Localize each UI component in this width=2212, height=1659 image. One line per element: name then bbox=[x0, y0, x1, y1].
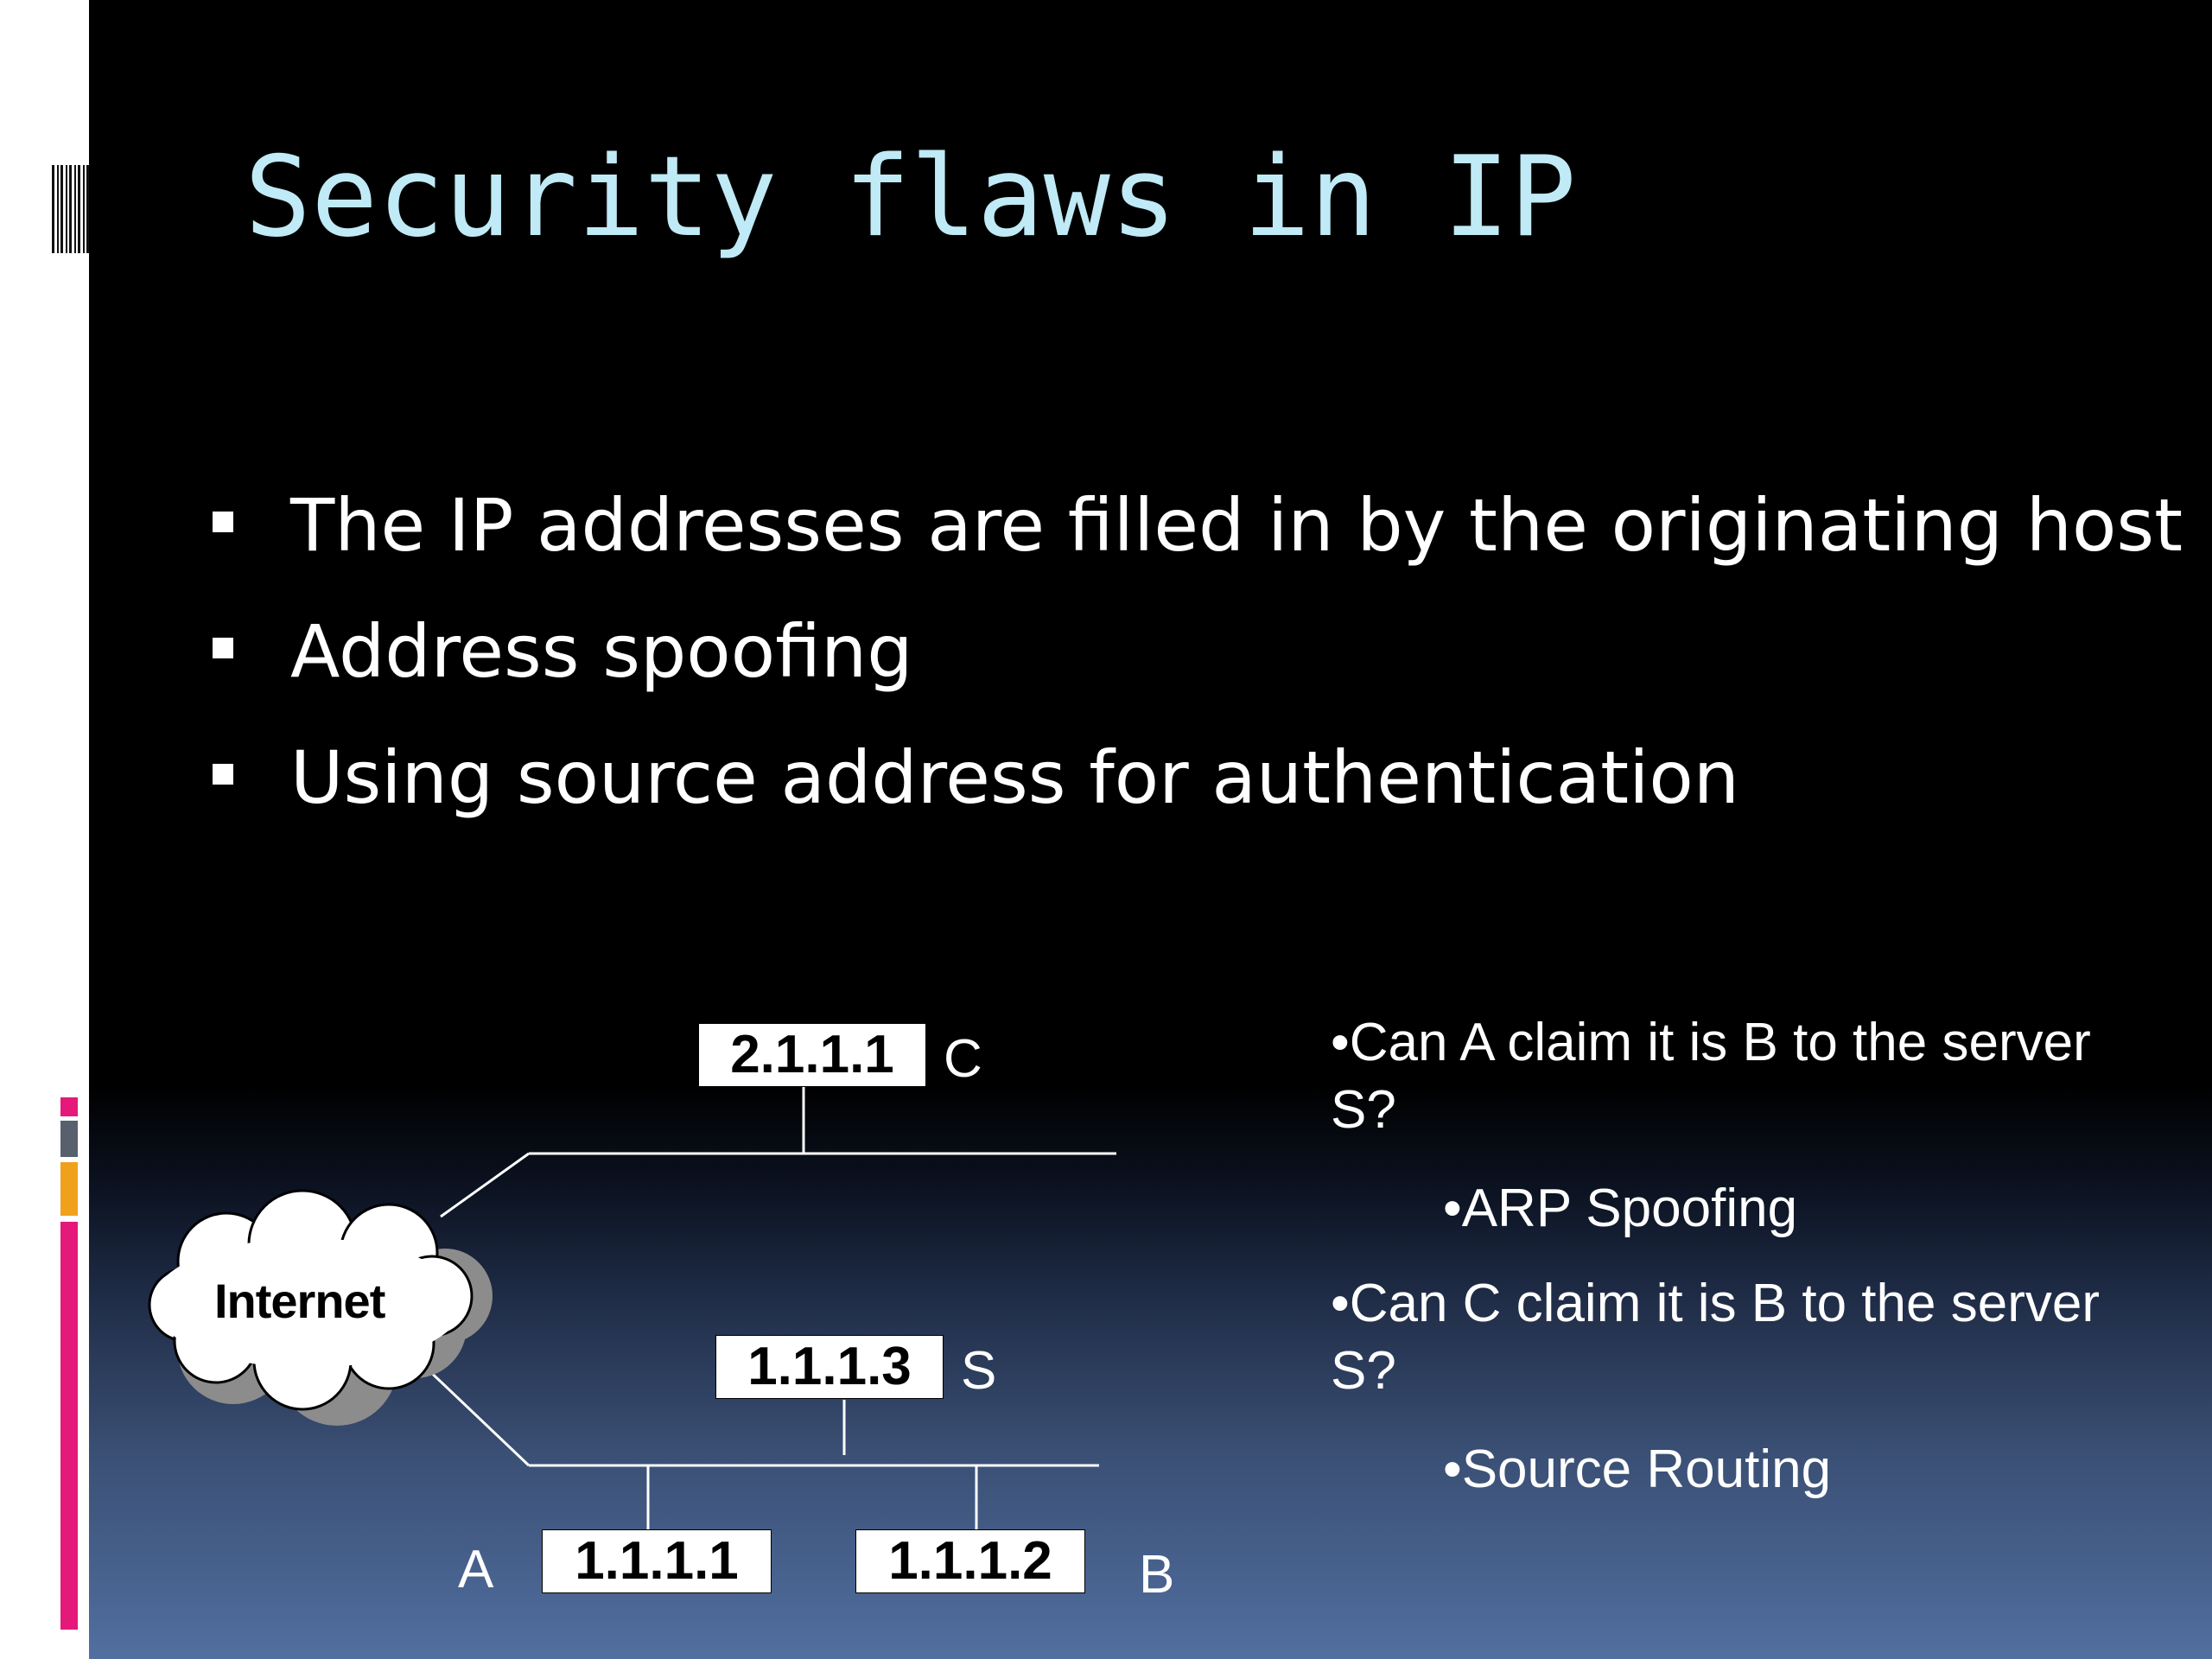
accent-bar-pink bbox=[60, 1222, 78, 1630]
host-s-label: S bbox=[961, 1341, 997, 1401]
host-b-ip-box: 1.1.1.2 bbox=[855, 1529, 1085, 1593]
slide-title: Security flaws in IP bbox=[245, 133, 1577, 262]
host-c-label: C bbox=[944, 1029, 982, 1089]
host-a-label: A bbox=[458, 1540, 494, 1599]
bullet-list: The IP addresses are filled in by the or… bbox=[207, 474, 2183, 852]
host-b-label: B bbox=[1139, 1545, 1175, 1605]
answer-text: •Source Routing bbox=[1443, 1440, 1832, 1499]
question-text: •Can C claim it is B to the server S? bbox=[1331, 1274, 2100, 1401]
accent-bar-orange bbox=[60, 1162, 78, 1216]
bullet-text: Using source address for authentication bbox=[290, 735, 1740, 820]
cloud-fill-cover bbox=[152, 1238, 463, 1368]
bullet-text: Address spoofing bbox=[290, 609, 913, 694]
question-list: •Can A claim it is B to the server S? •A… bbox=[1331, 1009, 2108, 1531]
answer-text: •ARP Spoofing bbox=[1443, 1179, 1798, 1238]
bullet-item: The IP addresses are filled in by the or… bbox=[207, 474, 2183, 600]
square-bullet-icon bbox=[213, 638, 233, 658]
bullet-text: The IP addresses are filled in by the or… bbox=[290, 483, 2183, 568]
host-a-ip-box: 1.1.1.1 bbox=[542, 1529, 772, 1593]
cloud-to-lower-link bbox=[422, 1363, 531, 1467]
host-s-ip-box: 1.1.1.3 bbox=[715, 1335, 944, 1399]
question-text: •Can A claim it is B to the server S? bbox=[1331, 1013, 2091, 1140]
bullet-item: Using source address for authentication bbox=[207, 726, 2183, 852]
network-lines bbox=[422, 1087, 1116, 1529]
internet-cloud-label: Internet bbox=[214, 1274, 385, 1328]
accent-bar-gray bbox=[60, 1121, 78, 1157]
bullet-item: Address spoofing bbox=[207, 600, 2183, 726]
accent-bar-pink-top bbox=[60, 1097, 78, 1116]
square-bullet-icon bbox=[213, 512, 233, 532]
cloud-to-upper-link bbox=[440, 1152, 530, 1218]
barcode-decoration bbox=[52, 165, 89, 253]
host-c-ip-box: 2.1.1.1 bbox=[698, 1023, 926, 1087]
square-bullet-icon bbox=[213, 764, 233, 785]
